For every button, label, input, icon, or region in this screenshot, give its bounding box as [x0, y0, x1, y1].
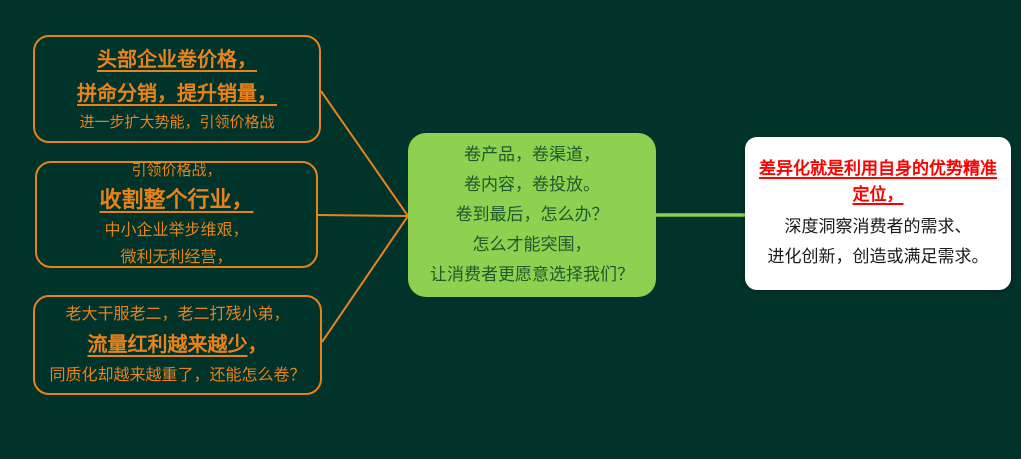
topic-line: 引领价格战， [131, 161, 222, 179]
connector-top-branch [320, 90, 409, 217]
topic-box-traffic-dividend[interactable]: 老大干服老二，老二打残小弟， 流量红利越来越少， 同质化却越来越重了，还能怎么卷… [33, 295, 322, 395]
topic-box-price-war[interactable]: 头部企业卷价格， 拼命分销，提升销量， 进一步扩大势能，引领价格战 [33, 35, 321, 143]
answer-line: 深度洞察消费者的需求、 [784, 216, 972, 236]
topic-line: 拼命分销，提升销量， [77, 83, 277, 105]
center-line: 怎么才能突围， [472, 235, 592, 254]
topic-line: 中小企业举步维艰， [104, 221, 249, 239]
topic-line: 同质化却越来越重了，还能怎么卷？ [49, 367, 306, 384]
topic-box-harvest-industry[interactable]: 引领价格战， 收割整个行业， 中小企业举步维艰， 微利无利经营， [35, 161, 318, 268]
connector-bottom-branch [321, 215, 409, 343]
connector-middle-branch [317, 214, 409, 217]
topic-line: 收割整个行业， [99, 186, 254, 212]
topic-line: 老大干服老二，老二打残小弟， [65, 306, 290, 323]
center-line: 卷到最后，怎么办？ [455, 205, 609, 224]
topic-line: 头部企业卷价格， [97, 49, 257, 71]
topic-line: 进一步扩大势能，引领价格战 [79, 114, 275, 131]
topic-line: 微利无利经营， [120, 248, 233, 266]
topic-line: 流量红利越来越少， [87, 334, 268, 356]
center-line: 卷内容，卷投放。 [464, 175, 600, 194]
center-line: 让消费者更愿意选择我们？ [430, 265, 634, 284]
answer-line: 进化创新，创造或满足需求。 [767, 246, 989, 266]
answer-title: 差异化就是利用自身的优势精准定位， [759, 158, 997, 204]
central-question-topic[interactable]: 卷产品，卷渠道， 卷内容，卷投放。 卷到最后，怎么办？ 怎么才能突围， 让消费者… [408, 133, 656, 297]
differentiation-answer-topic[interactable]: 差异化就是利用自身的优势精准定位， 深度洞察消费者的需求、 进化创新，创造或满足… [745, 137, 1011, 290]
center-line: 卷产品，卷渠道， [464, 145, 600, 164]
